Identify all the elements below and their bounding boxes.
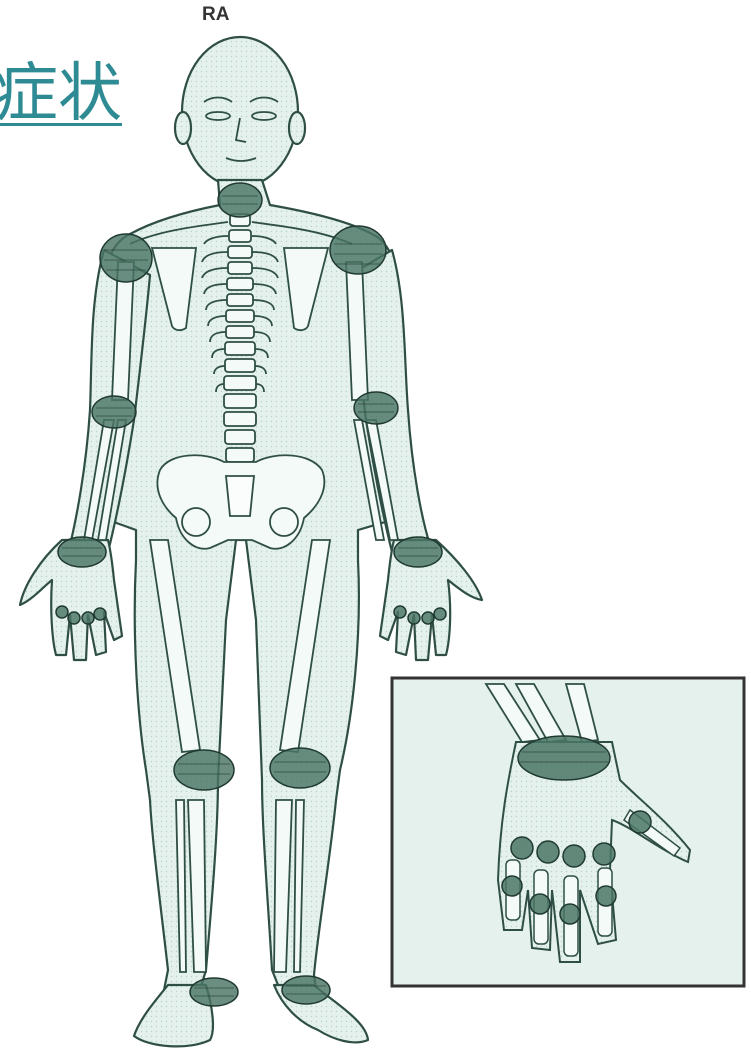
right-ear: [289, 112, 305, 144]
right-wrist-joint: [394, 537, 442, 567]
inset-pip-2: [530, 894, 550, 914]
left-ear: [175, 112, 191, 144]
inset-mcp-1: [511, 837, 533, 859]
left-ankle-joint: [190, 978, 238, 1006]
inset-pip-3: [560, 904, 580, 924]
sacrum: [226, 476, 254, 516]
left-hip-socket: [182, 508, 210, 536]
inset-mcp-2: [537, 841, 559, 863]
inset-wrist-joints: [518, 736, 610, 780]
left-shoulder-joint: [100, 234, 152, 282]
cervical-joint: [218, 183, 262, 217]
inset-mcp-3: [563, 845, 585, 867]
head: [182, 37, 298, 187]
right-hip-socket: [270, 508, 298, 536]
inset-thumb-joint: [629, 811, 651, 833]
right-shoulder-joint: [330, 226, 386, 274]
left-elbow-joint: [92, 396, 136, 428]
hand-inset: [392, 678, 744, 986]
inset-mcp-4: [593, 843, 615, 865]
right-elbow-joint: [354, 392, 398, 424]
inset-pip-1: [502, 876, 522, 896]
right-knee-joint: [270, 748, 330, 788]
left-wrist-joint: [58, 537, 106, 567]
spine: [224, 214, 256, 462]
inset-pip-4: [596, 886, 616, 906]
right-ankle-joint: [282, 976, 330, 1004]
left-knee-joint: [174, 750, 234, 790]
